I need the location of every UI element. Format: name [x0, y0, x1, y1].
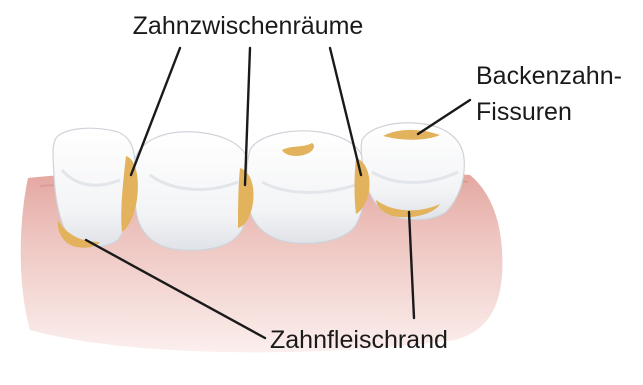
label-molar-fissures-line2: Fissuren — [476, 98, 572, 126]
leader-molar-fissures — [418, 100, 470, 134]
label-gumline: Zahnfleischrand — [270, 326, 448, 354]
label-interdental-spaces: Zahnzwischenräume — [133, 12, 364, 40]
label-molar-fissures-line1: Backenzahn- — [476, 62, 622, 90]
tooth-2 — [133, 132, 250, 251]
